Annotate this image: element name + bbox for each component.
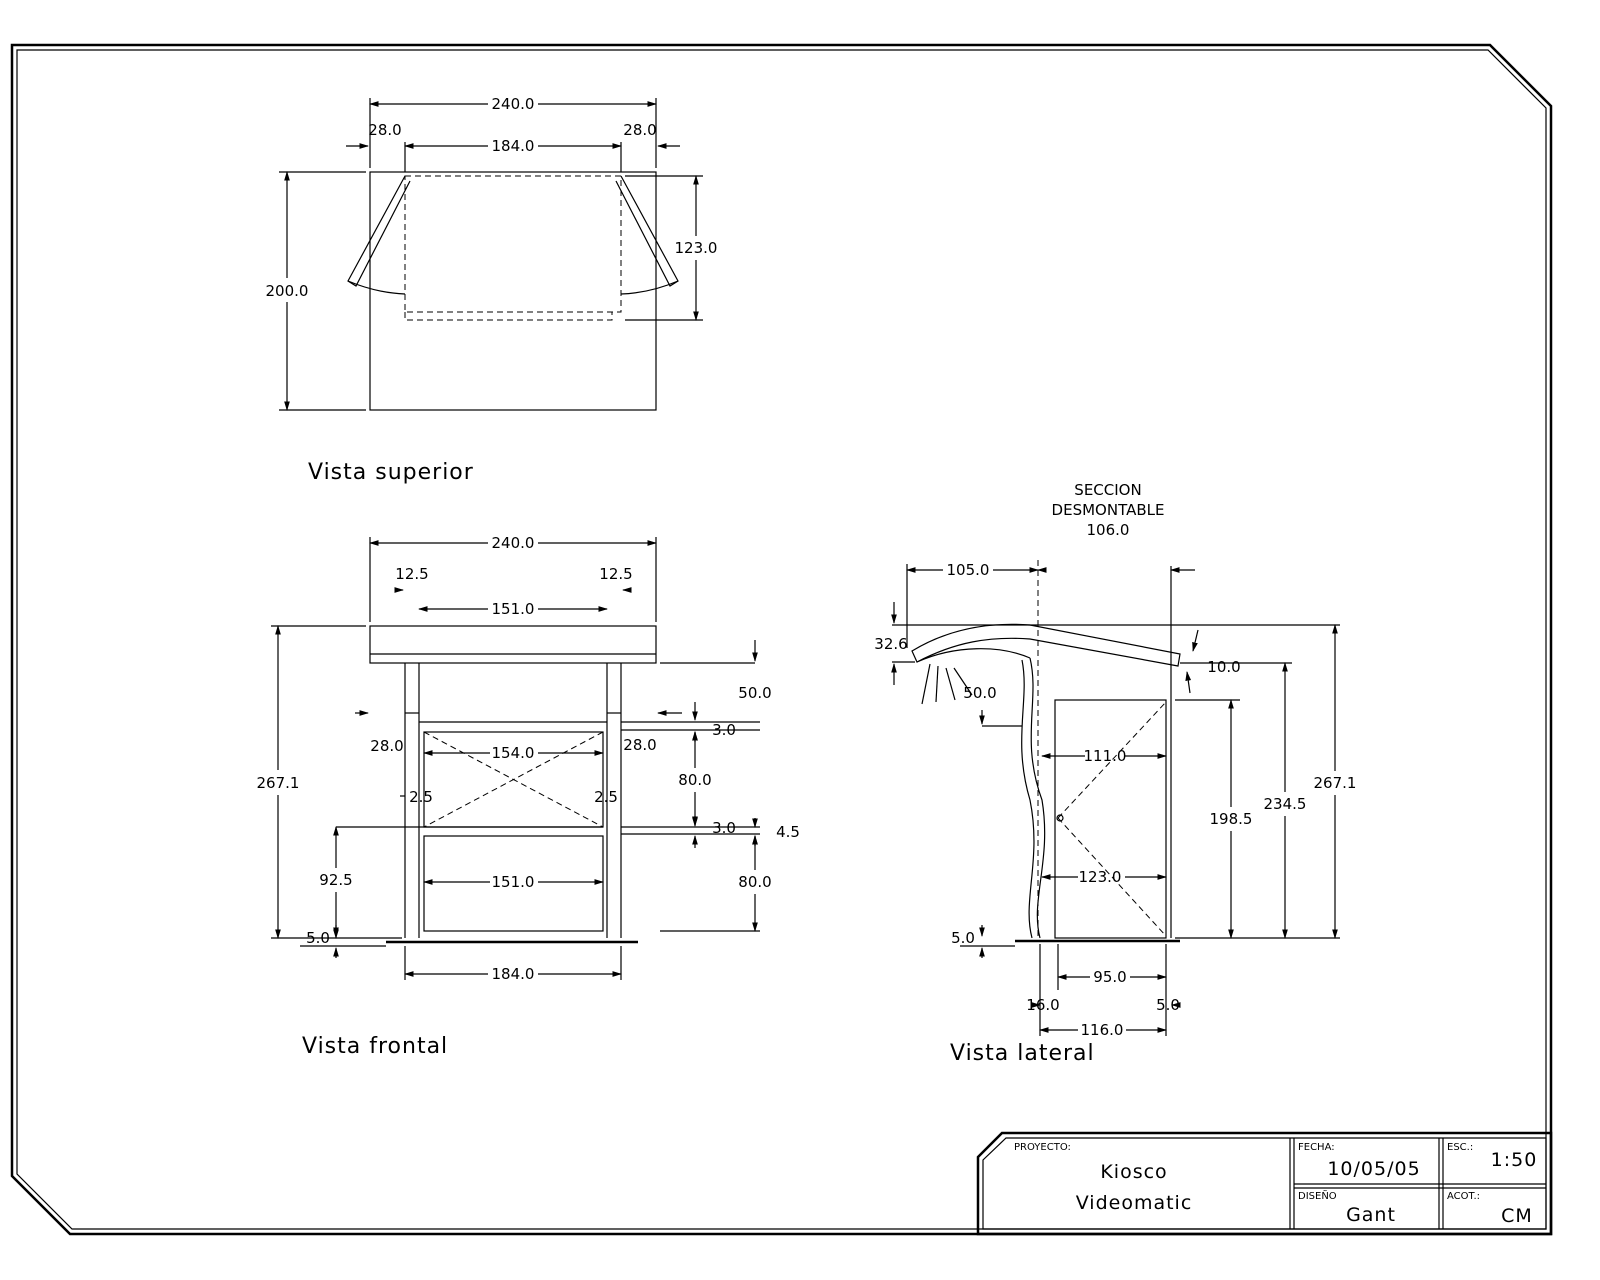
side-height-inner-dim: 234.5 — [1264, 795, 1307, 813]
project-line1: Kiosco — [1100, 1161, 1167, 1183]
units-label: ACOT.: — [1447, 1191, 1480, 1202]
side-view-title: Vista lateral — [950, 1041, 1095, 1066]
front-post-right-dim: 2.5 — [594, 788, 618, 806]
side-offset-right-dim: 5.0 — [1156, 996, 1180, 1014]
top-side-right-dim: 28.0 — [623, 121, 656, 139]
title-block: PROYECTO: Kiosco Videomatic FECHA: 10/05… — [976, 1131, 1553, 1236]
side-base-dim: 5.0 — [951, 929, 975, 947]
side-canopy-rise-dim: 32.6 — [874, 635, 907, 653]
front-side-right-dim: 28.0 — [623, 736, 656, 754]
front-gap-lower-dim: 3.0 — [712, 819, 736, 837]
top-side-left-dim: 28.0 — [368, 121, 401, 139]
side-door-lower-dim: 123.0 — [1079, 868, 1122, 886]
scale-label: ESC.: — [1447, 1142, 1473, 1153]
front-lower-panel-dim: 80.0 — [738, 873, 771, 891]
front-post-left-dim: 2.5 — [409, 788, 433, 806]
top-inner-width-dim: 184.0 — [492, 137, 535, 155]
front-inner-top-dim: 151.0 — [492, 600, 535, 618]
side-height-total-dim: 267.1 — [1314, 774, 1357, 792]
scale-value: 1:50 — [1491, 1149, 1538, 1171]
front-view-title: Vista frontal — [302, 1034, 448, 1059]
side-view: SECCION DESMONTABLE 106.0 105.0 32.6 50.… — [874, 481, 1356, 1066]
top-depth-dim: 200.0 — [266, 282, 309, 300]
project-label: PROYECTO: — [1014, 1142, 1071, 1153]
side-door-height-dim: 198.5 — [1210, 810, 1253, 828]
front-canopy-gap-dim: 50.0 — [738, 684, 771, 702]
front-base-dim: 5.0 — [306, 929, 330, 947]
top-view-title: Vista superior — [308, 460, 474, 485]
front-stack-dim: 4.5 — [776, 823, 800, 841]
side-depth-dim: 116.0 — [1081, 1021, 1124, 1039]
side-canopy-angle-dim: 50.0 — [963, 684, 996, 702]
front-lower-level-dim: 92.5 — [319, 871, 352, 889]
front-edge-right-dim: 12.5 — [599, 565, 632, 583]
side-base-span-dim: 95.0 — [1093, 968, 1126, 986]
front-height-dim: 267.1 — [257, 774, 300, 792]
side-door-width-dim: 111.0 — [1084, 747, 1127, 765]
date-value: 10/05/05 — [1327, 1158, 1420, 1180]
top-view: 240.0 28.0 184.0 28.0 200.0 123.0 Vista … — [266, 95, 718, 485]
front-width-dim: 240.0 — [492, 534, 535, 552]
front-lower-width-dim: 151.0 — [492, 873, 535, 891]
front-upper-panel-dim: 80.0 — [678, 771, 711, 789]
side-overhang-dim: 105.0 — [947, 561, 990, 579]
side-note-line2: DESMONTABLE — [1052, 501, 1165, 519]
units-value: CM — [1501, 1205, 1533, 1227]
front-view: 240.0 12.5 151.0 12.5 267.1 50.0 3.0 28.… — [257, 534, 800, 1059]
side-note-line1: SECCION — [1074, 481, 1141, 499]
top-width-dim: 240.0 — [492, 95, 535, 113]
side-offset-left-dim: 16.0 — [1026, 996, 1059, 1014]
date-label: FECHA: — [1298, 1142, 1335, 1153]
side-note-line3: 106.0 — [1087, 521, 1130, 539]
front-base-width-dim: 184.0 — [492, 965, 535, 983]
side-roof-thickness-dim: 10.0 — [1207, 658, 1240, 676]
front-screen-width-dim: 154.0 — [492, 744, 535, 762]
project-line2: Videomatic — [1076, 1192, 1193, 1214]
designer-value: Gant — [1346, 1204, 1396, 1226]
top-counter-dim: 123.0 — [675, 239, 718, 257]
front-edge-left-dim: 12.5 — [395, 565, 428, 583]
front-gap-upper-dim: 3.0 — [712, 721, 736, 739]
design-label: DISEÑO — [1298, 1189, 1337, 1202]
sheet-border — [10, 43, 1553, 1236]
front-side-left-dim: 28.0 — [370, 737, 403, 755]
